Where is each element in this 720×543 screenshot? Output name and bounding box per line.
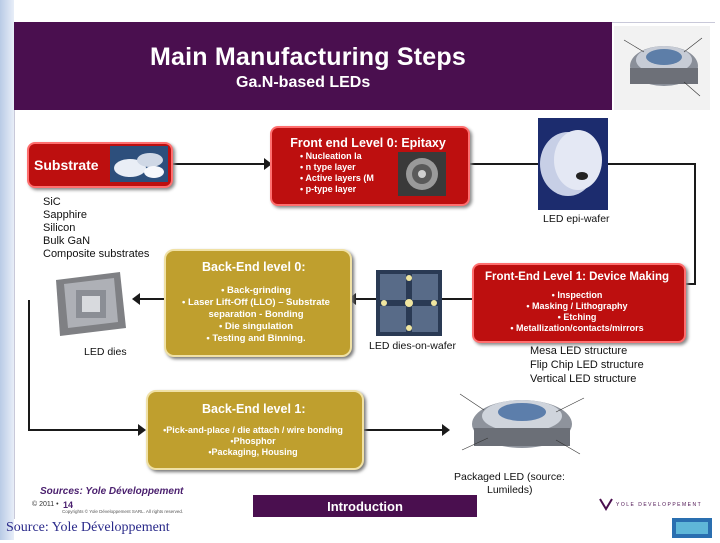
arrow-right-icon xyxy=(264,158,272,170)
substrate-list: SiC Sapphire Silicon Bulk GaN Composite … xyxy=(43,196,149,261)
substrate-item: SiC xyxy=(43,196,61,208)
bullet-item: • n type layer xyxy=(300,162,356,172)
packaged-led-caption-line2: Lumileds) xyxy=(487,484,533,496)
arrow-right-icon xyxy=(442,424,450,436)
flow-line-left-to-be1 xyxy=(28,429,140,431)
back-end-level-1-box xyxy=(146,390,364,470)
dies-on-wafer-caption: LED dies-on-wafer xyxy=(369,340,456,352)
copyright-small: Copyrights © Yole Développement SARL. Al… xyxy=(62,509,184,514)
section-label: Introduction xyxy=(327,499,403,514)
substrate-item: Silicon xyxy=(43,222,76,234)
yole-logo-text: YOLE DEVELOPPEMENT xyxy=(616,502,703,508)
back-end-level-0-title: Back-End level 0: xyxy=(202,260,306,274)
yole-logo-icon xyxy=(598,497,614,511)
bullet-item: • Laser Lift-Off (LLO) – Substrate xyxy=(182,297,330,308)
bullet-item: •Phosphor xyxy=(230,436,276,446)
slide-header xyxy=(14,22,612,110)
bullet-item: • Masking / Lithography xyxy=(526,301,628,311)
page-number: 14 xyxy=(63,500,74,510)
bullet-item: • Nucleation la xyxy=(300,151,362,161)
wafer-image xyxy=(110,146,168,182)
epitaxy-reactor-image xyxy=(398,152,446,196)
flow-line-substrate-epitaxy xyxy=(172,163,270,165)
bullet-item: • Back-grinding xyxy=(221,285,291,296)
flow-line-left-vertical xyxy=(28,300,30,430)
back-end-level-0-bullets: • Back-grinding • Laser Lift-Off (LLO) –… xyxy=(168,285,344,345)
dies-on-wafer-image xyxy=(376,270,442,336)
front-end-level-1-title: Front-End Level 1: Device Making xyxy=(484,271,670,283)
substrate-item: Sapphire xyxy=(43,209,88,221)
substrate-label: Substrate xyxy=(34,157,99,173)
arrow-left-icon xyxy=(348,293,356,305)
bullet-item: •Packaging, Housing xyxy=(208,447,298,457)
source-caption: Source: Yole Développement xyxy=(6,520,170,535)
arrow-right-icon xyxy=(138,424,146,436)
sources-text: Sources: Yole Développement xyxy=(40,486,184,497)
substrate-item: Composite substrates xyxy=(43,248,150,260)
structure-item: Mesa LED structure xyxy=(530,345,628,357)
slide-title: Main Manufacturing Steps xyxy=(150,43,466,71)
packaged-led-caption-line1: Packaged LED (source: xyxy=(454,471,565,483)
packaged-led-image xyxy=(452,384,592,466)
bullet-item: • Active layers (M xyxy=(300,173,374,183)
section-band xyxy=(253,495,477,517)
front-end-level-0-title: Front end Level 0: Epitaxy xyxy=(290,136,446,150)
epi-wafer-caption: LED epi-wafer xyxy=(543,213,610,225)
slide-subtitle: Ga.N-based LEDs xyxy=(236,74,371,91)
bullet-item: • p-type layer xyxy=(300,184,357,194)
flow-line-right-vertical xyxy=(694,163,696,283)
led-dies-caption: LED dies xyxy=(84,346,127,358)
bullet-item: • Inspection xyxy=(551,290,603,300)
slide-sidebar xyxy=(0,0,14,540)
back-end-level-0-box xyxy=(164,249,352,357)
bullet-item: separation - Bonding xyxy=(208,309,304,320)
flow-line-be0-dies xyxy=(140,298,164,300)
copyright-year: © 2011 • xyxy=(32,501,59,508)
structure-item: Flip Chip LED structure xyxy=(530,359,644,371)
back-end-level-1-title: Back-End level 1: xyxy=(202,402,306,416)
back-end-level-1-bullets: •Pick-and-place / die attach / wire bond… xyxy=(150,425,356,458)
epi-wafer-image xyxy=(538,118,608,210)
bullet-item: • Die singulation xyxy=(218,321,294,332)
led-structures-list: Mesa LED structure Flip Chip LED structu… xyxy=(530,344,644,386)
bullet-item: • Etching xyxy=(557,312,597,322)
flow-line-be1-package xyxy=(362,429,444,431)
arrow-left-icon xyxy=(132,293,140,305)
substrate-item: Bulk GaN xyxy=(43,235,91,247)
flow-line-right-to-fe1 xyxy=(686,283,696,285)
front-end-level-1-bullets: • Inspection • Masking / Lithography • E… xyxy=(478,290,676,334)
structure-item: Vertical LED structure xyxy=(530,373,637,385)
bullet-item: • Testing and Binning. xyxy=(206,333,306,344)
front-end-level-1-box xyxy=(472,263,686,343)
bottom-right-badge-icon xyxy=(672,518,712,538)
flow-line-right-top xyxy=(608,163,696,165)
bullet-item: •Pick-and-place / die attach / wire bond… xyxy=(163,425,343,435)
led-dies-image xyxy=(46,268,130,340)
led-package-image-top xyxy=(614,26,710,110)
bullet-item: • Metallization/contacts/mirrors xyxy=(510,323,644,333)
flow-line-epitaxy-wafer xyxy=(468,163,538,165)
front-end-level-0-bullets: • Nucleation la • n type layer • Active … xyxy=(300,151,420,195)
